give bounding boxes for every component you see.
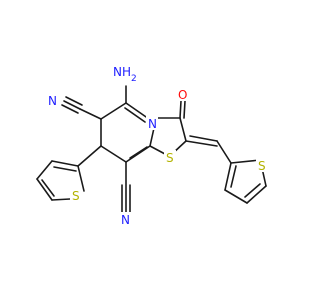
ring-n-bg bbox=[146, 116, 158, 130]
bond bbox=[100, 102, 127, 120]
bond bbox=[63, 100, 81, 110]
bond bbox=[125, 145, 151, 163]
bond bbox=[189, 135, 218, 142]
nitrile-n-top-label: N bbox=[48, 94, 57, 108]
bond bbox=[179, 100, 182, 119]
thiophene-s-right-label: S bbox=[258, 159, 266, 173]
bond bbox=[183, 100, 186, 119]
bond bbox=[149, 127, 155, 147]
bond bbox=[224, 189, 248, 204]
bond bbox=[230, 159, 261, 164]
bond bbox=[125, 102, 150, 120]
nitrile-n-top-bg bbox=[46, 93, 58, 107]
bond bbox=[216, 140, 232, 164]
bond bbox=[230, 165, 237, 188]
ring-s-label: S bbox=[166, 151, 174, 165]
structure-canvas: NH2 O N S S S N N bbox=[36, 64, 268, 227]
bond bbox=[41, 179, 55, 197]
bond bbox=[224, 162, 232, 191]
bond bbox=[129, 146, 148, 159]
bond bbox=[77, 165, 85, 192]
nitrile-n-bottom-bg bbox=[120, 212, 132, 226]
bond bbox=[244, 183, 261, 198]
bond bbox=[61, 104, 79, 114]
bond bbox=[246, 185, 267, 204]
oxo-label: O bbox=[178, 88, 187, 102]
bond bbox=[36, 160, 53, 180]
bond bbox=[51, 160, 79, 167]
bond bbox=[53, 166, 77, 172]
bond bbox=[124, 107, 146, 123]
oxo-bg bbox=[176, 87, 188, 101]
bond bbox=[65, 96, 83, 106]
bond bbox=[179, 117, 187, 142]
bond bbox=[36, 178, 53, 201]
ring-n-label: N bbox=[148, 117, 157, 131]
bond bbox=[79, 108, 102, 120]
amino-bg bbox=[115, 64, 145, 80]
bond bbox=[149, 145, 166, 155]
bond bbox=[100, 145, 127, 163]
bond bbox=[77, 145, 102, 167]
bond bbox=[51, 198, 71, 201]
thiophene-s-right-bg bbox=[256, 158, 268, 172]
thiophene-s-left-label: S bbox=[72, 189, 80, 203]
nitrile-n-bottom-label: N bbox=[121, 213, 130, 227]
amino-label: NH2 bbox=[113, 65, 137, 84]
molecule-diagram: NH2 O N S S S N N bbox=[36, 64, 268, 227]
ring-s-bg bbox=[164, 150, 176, 164]
bond bbox=[185, 140, 218, 147]
thiophene-s-left-bg bbox=[70, 188, 82, 202]
